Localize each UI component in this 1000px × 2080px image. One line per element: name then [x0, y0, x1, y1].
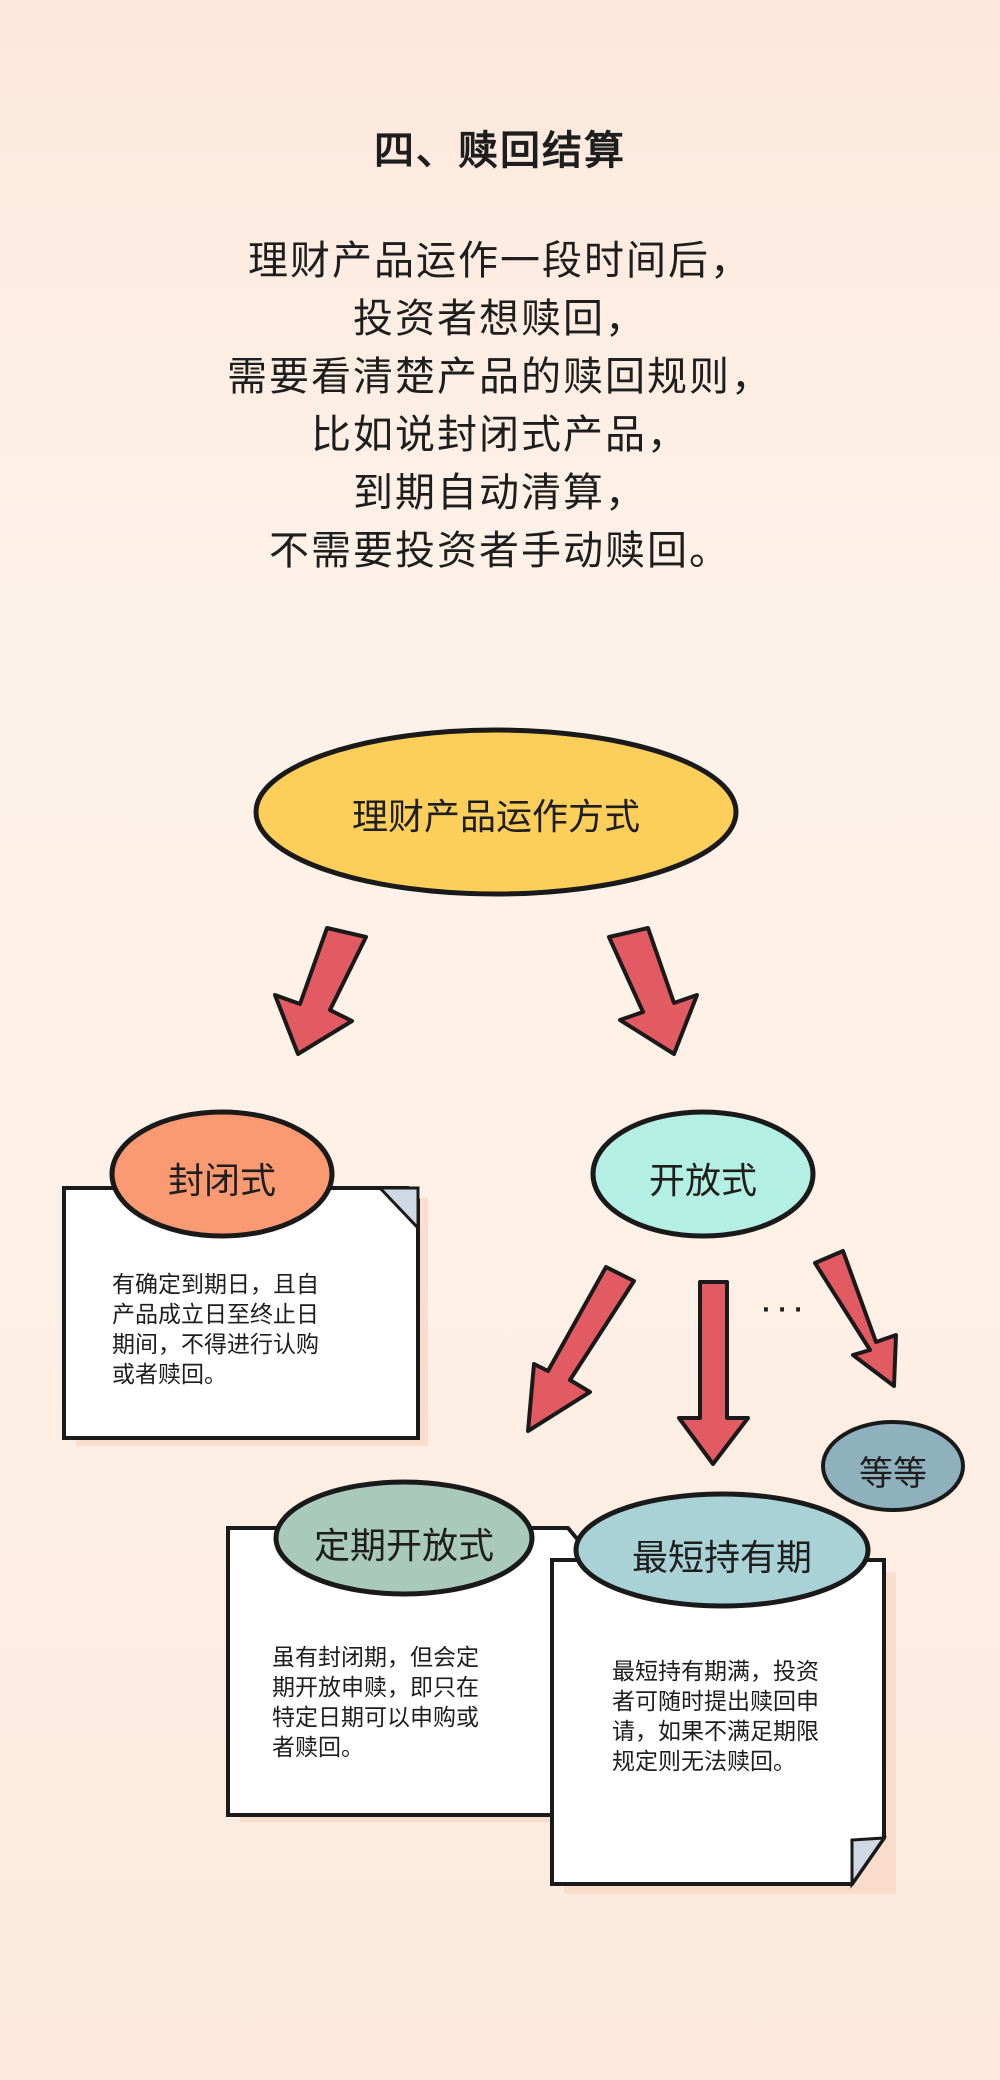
- intro-line: 理财产品运作一段时间后，: [248, 238, 752, 284]
- intro-line: 不需要投资者手动赎回。: [269, 528, 731, 574]
- arrow-open-to-periodic: [526, 1265, 636, 1433]
- ellipsis-mark: · · ·: [761, 1298, 803, 1323]
- open-node-label: 开放式: [648, 1161, 757, 1202]
- closed-description-line: 期间，不得进行认购: [112, 1332, 319, 1358]
- intro-line: 到期自动清算，: [353, 470, 647, 516]
- arrow-open-to-etc: [813, 1249, 898, 1388]
- etc-node-shape: [821, 1420, 965, 1512]
- min-hold-description-line: 请，如果不满足期限: [612, 1719, 819, 1745]
- min-hold-description: 最短持有期满，投资 者可随时提出赎回申 请，如果不满足期限 规定则无法赎回。: [612, 1657, 819, 1777]
- min-hold-node-shape: [573, 1491, 871, 1609]
- closed-card: [62, 1186, 428, 1446]
- intro-line: 需要看清楚产品的赎回规则，: [227, 354, 773, 400]
- root-node-shape: [253, 727, 739, 897]
- min-hold-description-line: 最短持有期满，投资: [612, 1659, 819, 1685]
- min-hold-description-line: 规定则无法赎回。: [612, 1749, 796, 1775]
- etc-node-label: 等等: [859, 1454, 927, 1494]
- closed-description-line: 产品成立日至终止日: [112, 1302, 319, 1328]
- arrow-root-to-open: [607, 926, 699, 1056]
- periodic-node-shape: [273, 1479, 535, 1597]
- min-hold-card: [550, 1558, 896, 1894]
- closed-description: 有确定到期日，且自 产品成立日至终止日 期间，不得进行认购 或者赎回。: [112, 1270, 319, 1390]
- arrow-open-to-minhold: [677, 1280, 750, 1466]
- intro-line: 比如说封闭式产品，: [311, 412, 689, 458]
- root-node-label: 理财产品运作方式: [351, 797, 640, 838]
- periodic-node-label: 定期开放式: [313, 1526, 494, 1567]
- periodic-description-line: 期开放申赎，即只在: [272, 1675, 479, 1701]
- intro-line: 投资者想赎回，: [353, 296, 647, 342]
- open-node-shape: [590, 1109, 816, 1239]
- closed-node-label: 封闭式: [167, 1161, 276, 1202]
- closed-description-line: 有确定到期日，且自: [112, 1272, 319, 1298]
- periodic-description-line: 者赎回。: [272, 1735, 364, 1761]
- arrow-root-to-closed: [273, 926, 368, 1056]
- periodic-description-line: 特定日期可以申购或: [272, 1705, 479, 1731]
- intro-paragraph: 理财产品运作一段时间后， 投资者想赎回， 需要看清楚产品的赎回规则， 比如说封闭…: [0, 232, 1000, 580]
- closed-description-line: 或者赎回。: [112, 1362, 227, 1388]
- periodic-description: 虽有封闭期，但会定 期开放申赎，即只在 特定日期可以申购或 者赎回。: [272, 1643, 479, 1763]
- page-title: 四、赎回结算: [374, 128, 626, 174]
- periodic-description-line: 虽有封闭期，但会定: [272, 1645, 479, 1671]
- closed-node-shape: [109, 1109, 335, 1239]
- min-hold-node-label: 最短持有期: [631, 1538, 812, 1579]
- min-hold-description-line: 者可随时提出赎回申: [612, 1689, 819, 1715]
